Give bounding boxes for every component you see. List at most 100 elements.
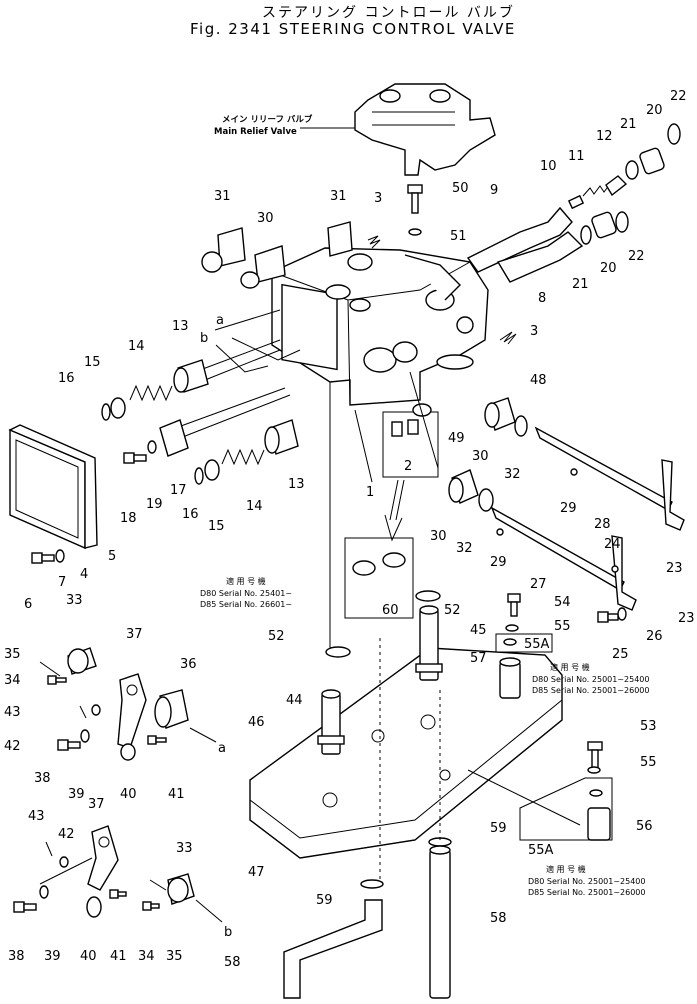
shaft-27 [490,506,637,611]
label-a-top: a [216,313,224,328]
label-30-left: 30 [257,211,274,226]
leader-56 [467,769,581,826]
bolt-38-upper [57,739,81,751]
seal-32-lower [478,488,494,512]
sleeve-13-upper [173,359,209,393]
label-47: 47 [248,865,265,880]
label-21-top: 21 [620,117,637,132]
label-32-upper: 32 [504,467,521,482]
label-8: 8 [538,291,546,306]
label-40-lower: 40 [80,949,97,964]
label-10: 10 [540,159,557,174]
label-15-lower: 15 [208,519,225,534]
kit-60-box [344,537,414,619]
label-30-right-upper: 30 [472,449,489,464]
serial-note-2-line1: D80 Serial No. 25001~25400 [532,675,650,684]
main-relief-label-jp: メイン リリーフ バルブ [222,114,313,125]
arrow-b-lower [195,899,223,923]
label-13-upper: 13 [172,319,189,334]
pipe-58-right [429,845,451,999]
label-37-lower: 37 [88,797,105,812]
label-45: 45 [470,623,487,638]
sleeve-13-lower [264,419,299,455]
bolt-41-upper [147,735,167,745]
bolt-38-lower [13,901,37,913]
washer-39-upper [80,729,90,743]
flow-arrow [384,479,405,542]
label-29-lower: 29 [490,555,507,570]
label-14-lower: 14 [246,499,263,514]
pin-35-lower [149,879,167,891]
label-16-lower: 16 [182,507,199,522]
label-37-upper: 37 [126,627,143,642]
label-38-lower: 38 [8,949,25,964]
washer-7 [55,549,65,563]
ring-16-upper [101,403,111,421]
label-40-upper: 40 [120,787,137,802]
label-12: 12 [596,129,613,144]
poppet-12 [605,175,628,197]
pipe-45 [415,605,443,681]
lever-37-upper [117,673,147,749]
ring-22-bottom [615,211,629,233]
nut-42-upper [91,704,101,716]
spool-line-b [169,387,291,441]
label-46: 46 [248,715,265,730]
washer-39-lower [39,885,49,899]
ring-22-top [667,123,681,145]
washer-51 [408,228,422,236]
gasket-5 [8,424,98,549]
label-55A-lower: 55A [528,843,554,858]
label-a-bottom: a [218,741,226,756]
label-22-bottom: 22 [628,249,645,264]
label-58-right: 58 [490,911,507,926]
nut-42-lower [59,856,69,868]
box-55A-lower [519,777,613,841]
washer-55-lower [587,766,601,774]
base-plate-46 [249,647,563,859]
label-22-top: 22 [670,89,687,104]
label-43-lower: 43 [28,809,45,824]
label-52-left: 52 [268,629,285,644]
shim-31-top [327,221,373,271]
label-49: 49 [448,431,465,446]
label-26: 26 [646,629,663,644]
oring-60-a [352,560,376,576]
washer-19 [147,440,157,454]
bolt-54 [507,593,521,617]
label-39-upper: 39 [68,787,85,802]
oring-52-right [415,590,441,602]
leader-lower-linkage [39,857,93,885]
lever-37-lower [87,825,119,891]
label-24: 24 [604,537,621,552]
label-33-lower: 33 [176,841,193,856]
serial-note-2-jp: 適 用 号 機 [550,662,590,672]
label-17: 17 [170,483,187,498]
label-20-bottom: 20 [600,261,617,276]
pipe-58-left [283,899,383,999]
pin-29-lower [496,528,504,536]
spring-14-upper [129,384,173,402]
washer-26 [617,607,627,621]
label-18: 18 [120,511,137,526]
cover-4 [9,428,86,550]
shaft-28 [534,426,685,531]
label-5: 5 [108,549,116,564]
label-21-bottom: 21 [572,277,589,292]
bolt-50 [407,184,423,214]
pipe-44 [317,689,345,755]
pin-29-upper [570,468,578,476]
retainer-15-lower [204,459,220,481]
plug-20-bottom [591,211,617,239]
label-29-upper: 29 [560,501,577,516]
spring-11 [582,183,611,197]
block-56 [587,807,611,841]
plug-30-left [240,245,286,289]
label-59-right: 59 [490,821,507,836]
oring-52-left [325,646,351,658]
main-relief-label-en: Main Relief Valve [214,127,297,137]
nut-40-upper [120,743,136,761]
label-30-right-lower: 30 [430,529,447,544]
ring-21-bottom [580,225,592,245]
